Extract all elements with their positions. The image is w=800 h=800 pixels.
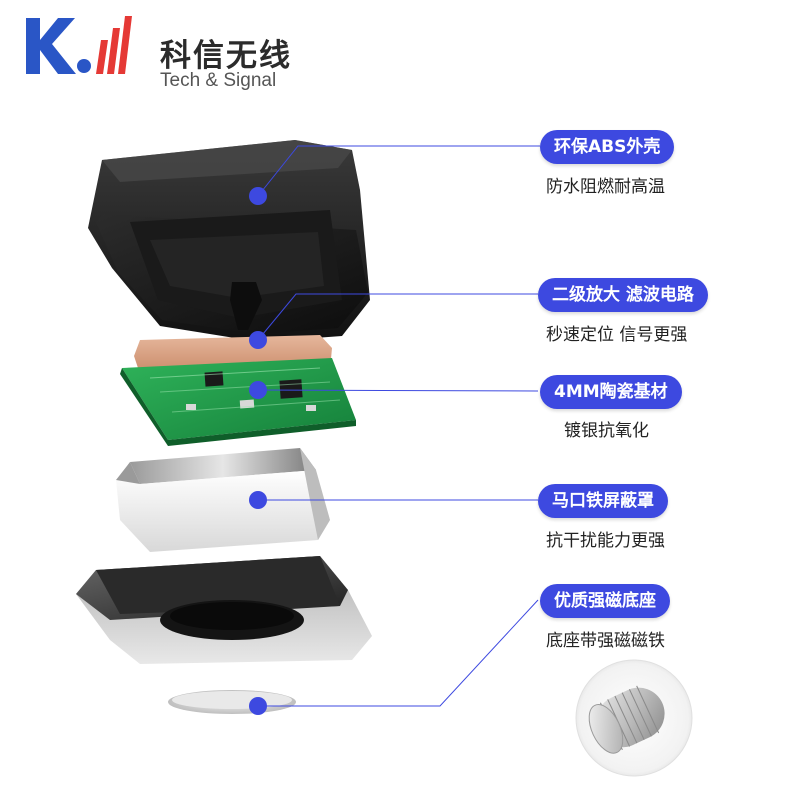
tin-shield-image	[116, 448, 330, 552]
label-base-title: 优质强磁底座	[540, 584, 670, 618]
label-ceramic-desc: 镀银抗氧化	[564, 421, 649, 441]
brand-logo-mark	[26, 16, 132, 74]
magnetic-base-image	[76, 556, 372, 664]
magnet-disk-image	[168, 690, 296, 714]
label-amplifier-desc: 秒速定位 信号更强	[546, 325, 688, 345]
brand-name-cn: 科信无线	[160, 38, 292, 74]
label-shell-desc: 防水阻燃耐高温	[546, 177, 665, 197]
pcb-amplifier-image	[120, 358, 356, 446]
brand-name-en: Tech & Signal	[160, 70, 277, 91]
magnet-stack-image	[575, 659, 693, 777]
abs-shell-image	[88, 140, 370, 342]
label-ceramic-title: 4MM陶瓷基材	[540, 375, 682, 409]
label-amplifier-title: 二级放大 滤波电路	[538, 278, 708, 312]
callout-lines	[257, 145, 540, 707]
callout-dots	[249, 187, 267, 715]
brand-logo: 科信无线 Tech & Signal	[22, 14, 290, 91]
label-shell-title: 环保ABS外壳	[540, 130, 675, 164]
label-shield-desc: 抗干扰能力更强	[546, 531, 665, 551]
label-base-desc: 底座带强磁磁铁	[546, 631, 665, 651]
label-shield-title: 马口铁屏蔽罩	[538, 484, 668, 518]
